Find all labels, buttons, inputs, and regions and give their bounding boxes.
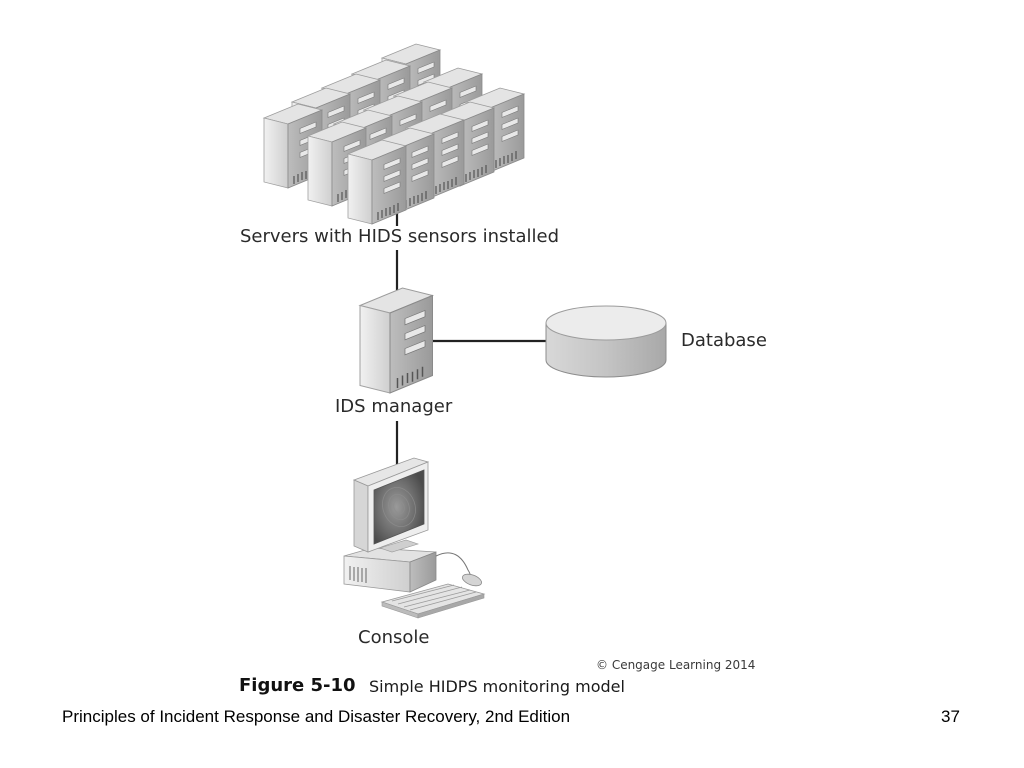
servers-label: Servers with HIDS sensors installed [240, 226, 560, 247]
database-label: Database [681, 330, 767, 351]
server-cluster-icon [263, 43, 525, 225]
ids-manager-label: IDS manager [335, 396, 453, 417]
database-icon [545, 305, 667, 378]
footer-book-title: Principles of Incident Response and Disa… [62, 707, 571, 726]
page-number: 37 [941, 707, 960, 726]
copyright-notice: © Cengage Learning 2014 [596, 658, 756, 672]
console-label: Console [358, 627, 430, 648]
server-icon [359, 287, 434, 394]
figure-number: Figure 5-10 [239, 675, 356, 696]
figure-title: Simple HIDPS monitoring model [369, 677, 625, 696]
workstation-icon [343, 457, 486, 619]
